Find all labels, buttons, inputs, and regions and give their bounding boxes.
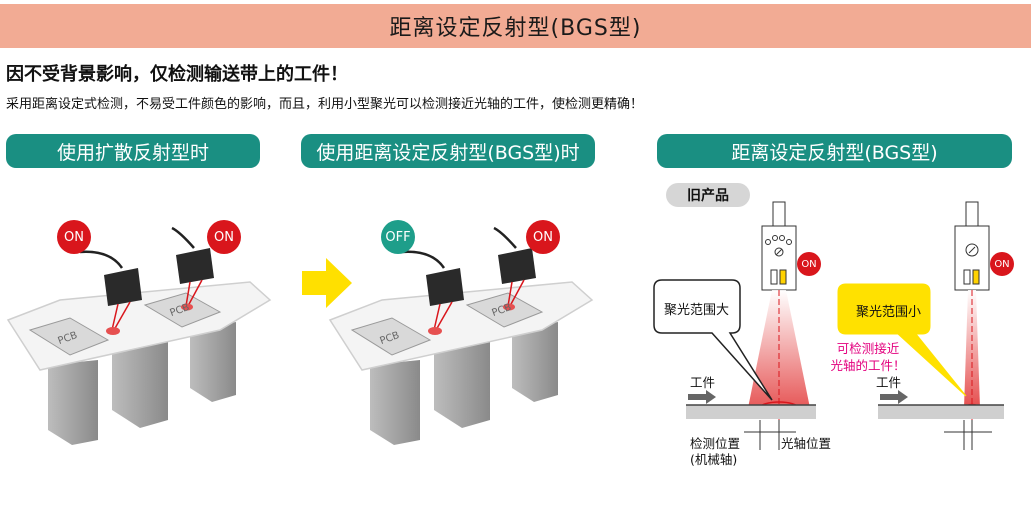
light-spot	[181, 303, 193, 311]
pcb-board	[28, 317, 110, 356]
bubble-small	[837, 283, 967, 397]
status-badge-off: OFF	[381, 220, 415, 254]
light-spot	[106, 327, 120, 335]
sensor-connector	[772, 201, 786, 227]
status-badge-on: ON	[526, 220, 560, 254]
sensor-cable	[401, 250, 446, 269]
conveyor-leg	[190, 322, 236, 402]
conveyor-leg	[512, 322, 558, 402]
transition-arrow	[302, 258, 352, 308]
compare-new-sensor	[954, 201, 990, 440]
light-beam	[185, 281, 191, 307]
sensor-body	[498, 248, 536, 284]
near-axis-note: 可检测接近 光轴的工件！	[830, 341, 906, 373]
sensor-cable	[171, 226, 195, 249]
light-beam	[113, 301, 131, 331]
optical-axis-label: 光轴位置	[781, 436, 832, 451]
bubble-large-text: 聚光范围大	[664, 303, 730, 318]
page-title-bar: 距离设定反射型(BGS型)	[0, 4, 1031, 48]
sensor-cable	[493, 226, 517, 249]
workpiece-label: 工件	[690, 375, 716, 390]
conveyor-leg	[48, 360, 98, 445]
sensor-body	[426, 268, 464, 306]
light-beam	[187, 279, 203, 307]
status-badge-on: ON	[57, 220, 91, 254]
section-label-compare: 距离设定反射型(BGS型)	[657, 134, 1012, 168]
headline: 因不受背景影响，仅检测输送带上的工件！	[6, 64, 348, 85]
light-spot	[503, 303, 515, 311]
ground-hatch-left	[686, 404, 816, 419]
pcb-board	[143, 292, 222, 328]
conveyor-leg	[112, 332, 168, 428]
status-badge-on: ON	[990, 252, 1014, 276]
sensor-housing	[761, 225, 797, 291]
bgs-scene	[328, 226, 594, 445]
section-label-diffuse: 使用扩散反射型时	[6, 134, 260, 168]
workpiece-arrow	[688, 390, 716, 404]
description: 采用距离设定式检测，不易受工件颜色的影响，而且，利用小型聚光可以检测接近光轴的工…	[6, 97, 644, 112]
conveyor-leg	[434, 332, 490, 428]
workpiece-label: 工件	[876, 375, 902, 390]
sensor-cable	[79, 250, 124, 269]
bubble-small-text: 聚光范围小	[856, 305, 922, 320]
workpiece-arrow	[880, 390, 908, 404]
light-beam	[433, 303, 441, 331]
light-beam	[435, 301, 453, 331]
bubble-large	[653, 279, 773, 401]
status-badge-on: ON	[207, 220, 241, 254]
pcb-board	[350, 317, 432, 356]
sensor-body	[176, 248, 214, 284]
light-beam	[111, 303, 119, 331]
pcb-board	[465, 292, 544, 328]
detect-position-label: 检测位置 (机械轴)	[690, 436, 741, 467]
ground-hatch-right	[878, 404, 1004, 419]
light-beam	[509, 279, 525, 307]
compare-old-sensor	[748, 201, 810, 440]
old-product-tag: 旧产品	[666, 183, 750, 207]
sensor-body	[104, 268, 142, 306]
page-title: 距离设定反射型(BGS型)	[389, 16, 642, 41]
conveyor-leg	[370, 360, 420, 445]
diffuse-scene	[6, 226, 272, 445]
section-label-bgs: 使用距离设定反射型(BGS型)时	[301, 134, 595, 168]
light-beam	[507, 281, 513, 307]
light-spot	[428, 327, 442, 335]
status-badge-on: ON	[797, 252, 821, 276]
illustration-canvas	[6, 201, 1004, 450]
